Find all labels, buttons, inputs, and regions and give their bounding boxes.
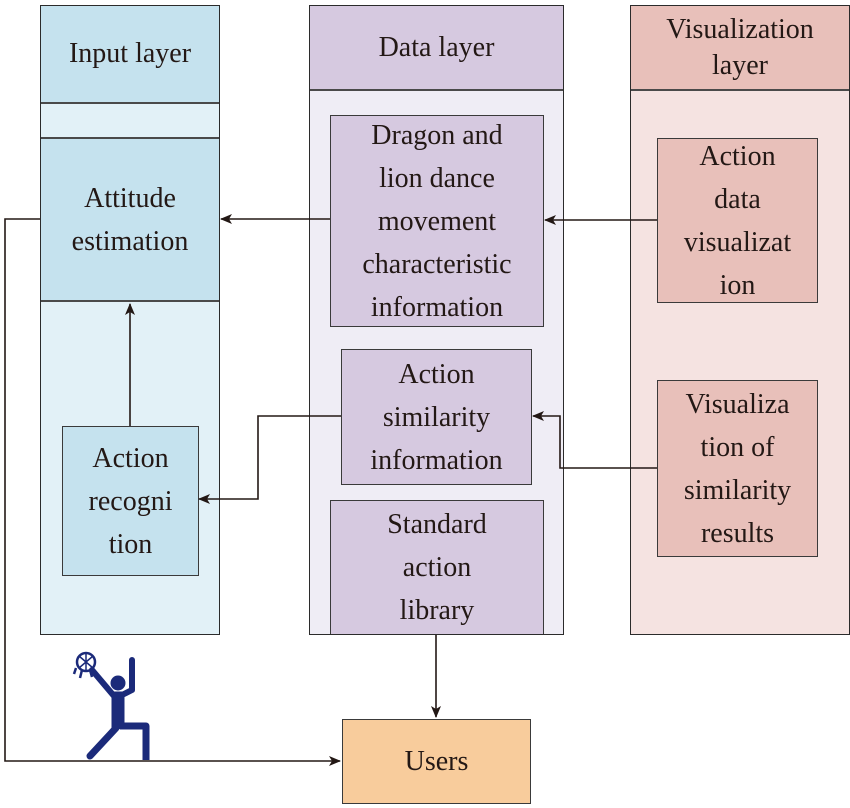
action-data-visualization-box[interactable]: Action data visualizat ion — [657, 138, 818, 303]
action-data-visualization-label: Action data visualizat ion — [683, 140, 792, 301]
action-recognition-label: Action recogni tion — [88, 442, 173, 560]
users-box[interactable]: Users — [342, 719, 531, 804]
movement-characteristic-box[interactable]: Dragon and lion dance movement character… — [330, 115, 544, 327]
data-layer-header: Data layer — [310, 6, 563, 91]
input-layer-header: Input layer — [41, 6, 219, 104]
visualization-layer-header: Visualization layer — [631, 6, 849, 91]
arrow-similarity-to-recognition — [198, 415, 341, 504]
similarity-visualization-box[interactable]: Visualiza tion of similarity results — [657, 380, 818, 557]
data-layer-title: Data layer — [378, 31, 495, 63]
arrow-similarity-vis-to-similarity — [532, 411, 657, 469]
arrow-attitude-to-users — [4, 218, 341, 766]
similarity-visualization-label: Visualiza tion of similarity results — [683, 388, 792, 549]
action-similarity-box[interactable]: Action similarity information — [341, 349, 532, 485]
attitude-estimation-box[interactable]: Attitude estimation — [41, 137, 219, 302]
input-layer-title: Input layer — [68, 38, 192, 70]
attitude-estimation-label: Attitude estimation — [71, 182, 189, 257]
users-label: Users — [404, 746, 469, 777]
action-similarity-label: Action similarity information — [370, 358, 503, 476]
visualization-layer-title: Visualization layer — [666, 13, 814, 81]
movement-characteristic-label: Dragon and lion dance movement character… — [362, 119, 512, 323]
visualization-layer-column: Visualization layer Action data visualiz… — [630, 5, 850, 635]
standard-action-library-label: Standard action library — [387, 509, 487, 626]
input-layer-column: Input layer Attitude estimation Action r… — [40, 5, 220, 635]
action-recognition-box[interactable]: Action recogni tion — [62, 426, 199, 576]
data-layer-column: Data layer Dragon and lion dance movemen… — [309, 5, 564, 635]
lion-dance-performer-icon — [72, 651, 150, 760]
standard-action-library-box[interactable]: Standard action library — [330, 500, 544, 634]
